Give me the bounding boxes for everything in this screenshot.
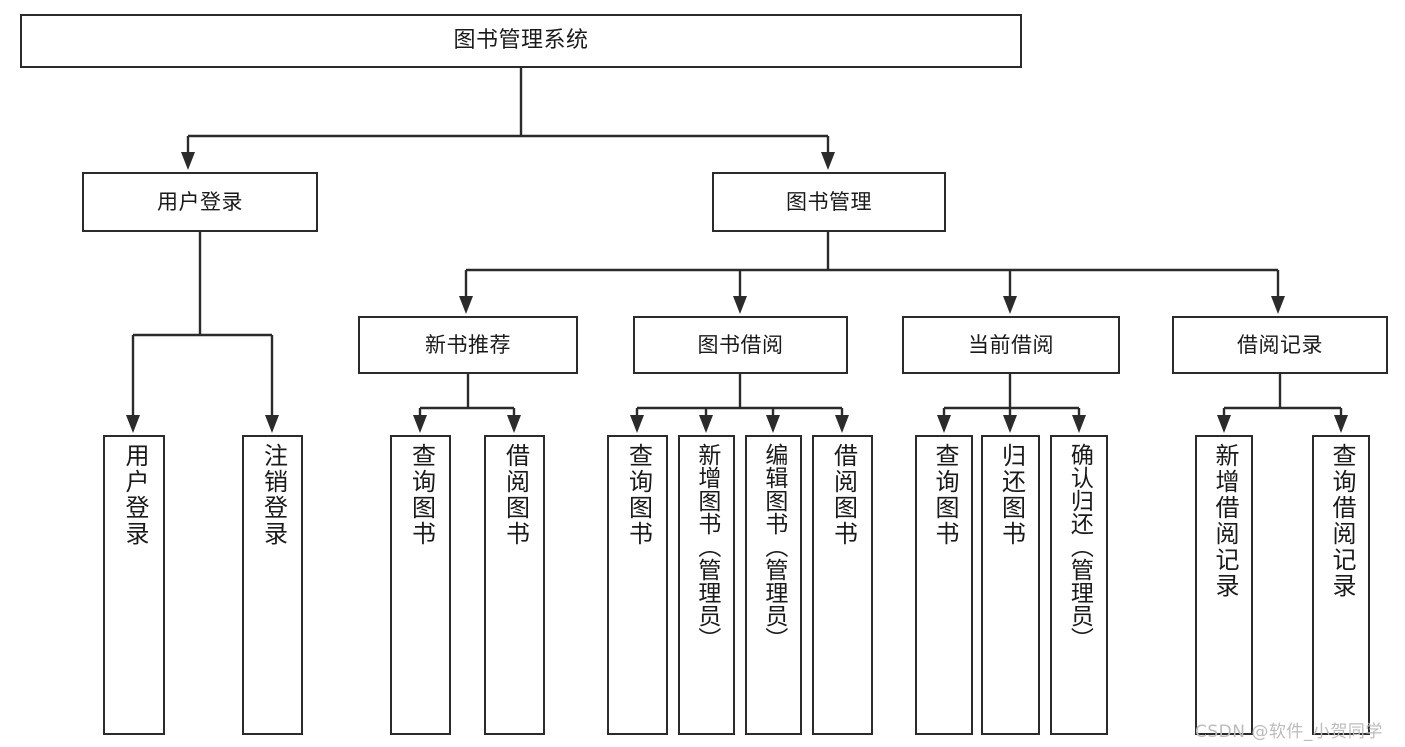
arrowhead-icon — [835, 415, 849, 433]
leaf-leaf-query-book-1[interactable]: 查询图书 — [390, 435, 451, 735]
leaf-leaf-query-book-3[interactable]: 查询图书 — [915, 435, 973, 735]
arrowhead-icon — [181, 152, 195, 170]
node-label: 新增图书（管理员） — [693, 443, 720, 650]
node-label: 图书借阅 — [697, 332, 784, 357]
node-label: 查询图书 — [930, 443, 959, 547]
arrowhead-icon — [126, 415, 140, 433]
leaf-leaf-add-book[interactable]: 新增图书（管理员） — [678, 435, 735, 735]
node-root[interactable]: 图书管理系统 — [20, 14, 1022, 68]
node-label: 新书推荐 — [425, 332, 511, 357]
leaf-leaf-confirm-return[interactable]: 确认归还（管理员） — [1050, 435, 1108, 735]
arrowhead-icon — [1217, 415, 1231, 433]
node-label: 用户登录 — [157, 189, 243, 214]
arrowhead-icon — [821, 152, 835, 170]
node-label: 当前借阅 — [968, 332, 1054, 357]
leaf-leaf-logout[interactable]: 注销登录 — [242, 435, 303, 735]
node-label: 查询图书 — [407, 443, 436, 547]
arrowhead-icon — [937, 415, 951, 433]
arrowhead-icon — [733, 296, 747, 314]
arrowhead-icon — [1003, 415, 1017, 433]
arrowhead-icon — [265, 415, 279, 433]
arrowhead-icon — [507, 415, 521, 433]
node-label: 借阅图书 — [501, 443, 530, 547]
leaf-leaf-query-record[interactable]: 查询借阅记录 — [1312, 435, 1370, 735]
arrowhead-icon — [1334, 415, 1348, 433]
node-book-manage[interactable]: 图书管理 — [712, 172, 946, 232]
node-label: 图书管理系统 — [453, 28, 589, 53]
node-label: 注销登录 — [259, 443, 288, 547]
arrowhead-icon — [630, 415, 644, 433]
leaf-leaf-borrow-book-2[interactable]: 借阅图书 — [812, 435, 873, 735]
node-label: 查询借阅记录 — [1327, 443, 1356, 599]
node-label: 归还图书 — [997, 443, 1026, 547]
arrowhead-icon — [1072, 415, 1086, 433]
node-current-borrow[interactable]: 当前借阅 — [902, 316, 1120, 374]
node-user-login[interactable]: 用户登录 — [82, 172, 318, 232]
node-label: 图书管理 — [786, 189, 872, 214]
leaf-leaf-query-book-2[interactable]: 查询图书 — [607, 435, 668, 735]
node-label: 确认归还（管理员） — [1066, 443, 1093, 650]
node-label: 查询图书 — [624, 443, 653, 547]
arrowhead-icon — [1003, 296, 1017, 314]
leaf-leaf-add-record[interactable]: 新增借阅记录 — [1195, 435, 1253, 735]
csdn-watermark: CSDN @软件_小贺同学 — [1195, 722, 1383, 742]
leaf-leaf-borrow-book-1[interactable]: 借阅图书 — [484, 435, 545, 735]
node-label: 编辑图书（管理员） — [760, 443, 787, 650]
arrowhead-icon — [413, 415, 427, 433]
leaf-leaf-user-login[interactable]: 用户登录 — [103, 435, 165, 735]
node-label: 借阅记录 — [1237, 332, 1323, 357]
node-new-book-rec[interactable]: 新书推荐 — [358, 316, 578, 374]
leaf-leaf-return-book[interactable]: 归还图书 — [981, 435, 1040, 735]
node-borrow-record[interactable]: 借阅记录 — [1172, 316, 1388, 374]
node-label: 用户登录 — [120, 443, 149, 547]
leaf-leaf-edit-book[interactable]: 编辑图书（管理员） — [745, 435, 802, 735]
node-book-borrow[interactable]: 图书借阅 — [633, 316, 848, 374]
arrowhead-icon — [699, 415, 713, 433]
arrowhead-icon — [766, 415, 780, 433]
node-label: 借阅图书 — [829, 443, 858, 547]
arrowhead-icon — [459, 296, 473, 314]
node-label: 新增借阅记录 — [1210, 443, 1239, 599]
arrowhead-icon — [1271, 296, 1285, 314]
